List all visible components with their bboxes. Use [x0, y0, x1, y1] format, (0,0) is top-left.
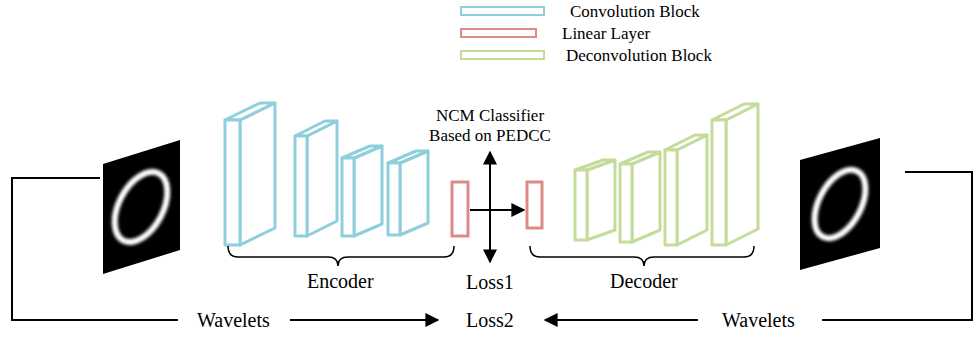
block-face [225, 103, 275, 120]
linear-layer [527, 182, 542, 228]
block-face [240, 103, 275, 245]
block-face [295, 136, 307, 236]
block-face [388, 151, 428, 163]
legend-text: Convolution Block [570, 3, 700, 20]
block-face [712, 120, 726, 245]
wavelet-label: Wavelets [720, 308, 797, 332]
output-image [800, 138, 880, 270]
input-wire [12, 178, 178, 320]
block-face [620, 164, 632, 242]
legend-swatch [460, 28, 537, 38]
linear-layer [452, 182, 468, 236]
block-face [354, 146, 382, 236]
loss-label: Loss1 [464, 270, 516, 294]
block-face [307, 121, 337, 236]
block-face [295, 121, 337, 136]
classifier-label: NCM Classifier Based on PEDCC [418, 106, 562, 147]
block-face [665, 150, 677, 245]
legend-swatch [460, 50, 545, 60]
legend-text: Deconvolution Block [566, 47, 712, 64]
loss2-arrow-left [290, 319, 438, 321]
block-face [342, 158, 354, 236]
block-face [225, 120, 240, 245]
block-face [620, 152, 660, 164]
legend-swatch [460, 6, 545, 16]
block-face [342, 146, 382, 158]
classifier-arrow [489, 152, 491, 210]
legend-text: Linear Layer [562, 25, 650, 42]
block-face [575, 170, 587, 240]
block-face [677, 135, 707, 245]
network-blocks [225, 103, 758, 245]
input-image [103, 140, 180, 274]
block-face [587, 160, 615, 240]
block-face [665, 135, 707, 150]
encoder-brace [228, 246, 454, 266]
loss2-arrow-right [545, 319, 698, 321]
block-face [388, 163, 400, 235]
decoder-brace [530, 246, 754, 266]
block-face [726, 104, 758, 245]
wavelet-label: Wavelets [195, 308, 272, 332]
encoder-label: Encoder [305, 269, 376, 293]
block-face [632, 152, 660, 242]
loss1-arrow [489, 210, 491, 262]
block-face [712, 104, 758, 120]
block-face [400, 151, 428, 235]
latent-arrow [470, 209, 524, 211]
loss-label: Loss2 [464, 308, 516, 332]
output-wire [822, 172, 972, 320]
decoder-label: Decoder [608, 269, 680, 293]
